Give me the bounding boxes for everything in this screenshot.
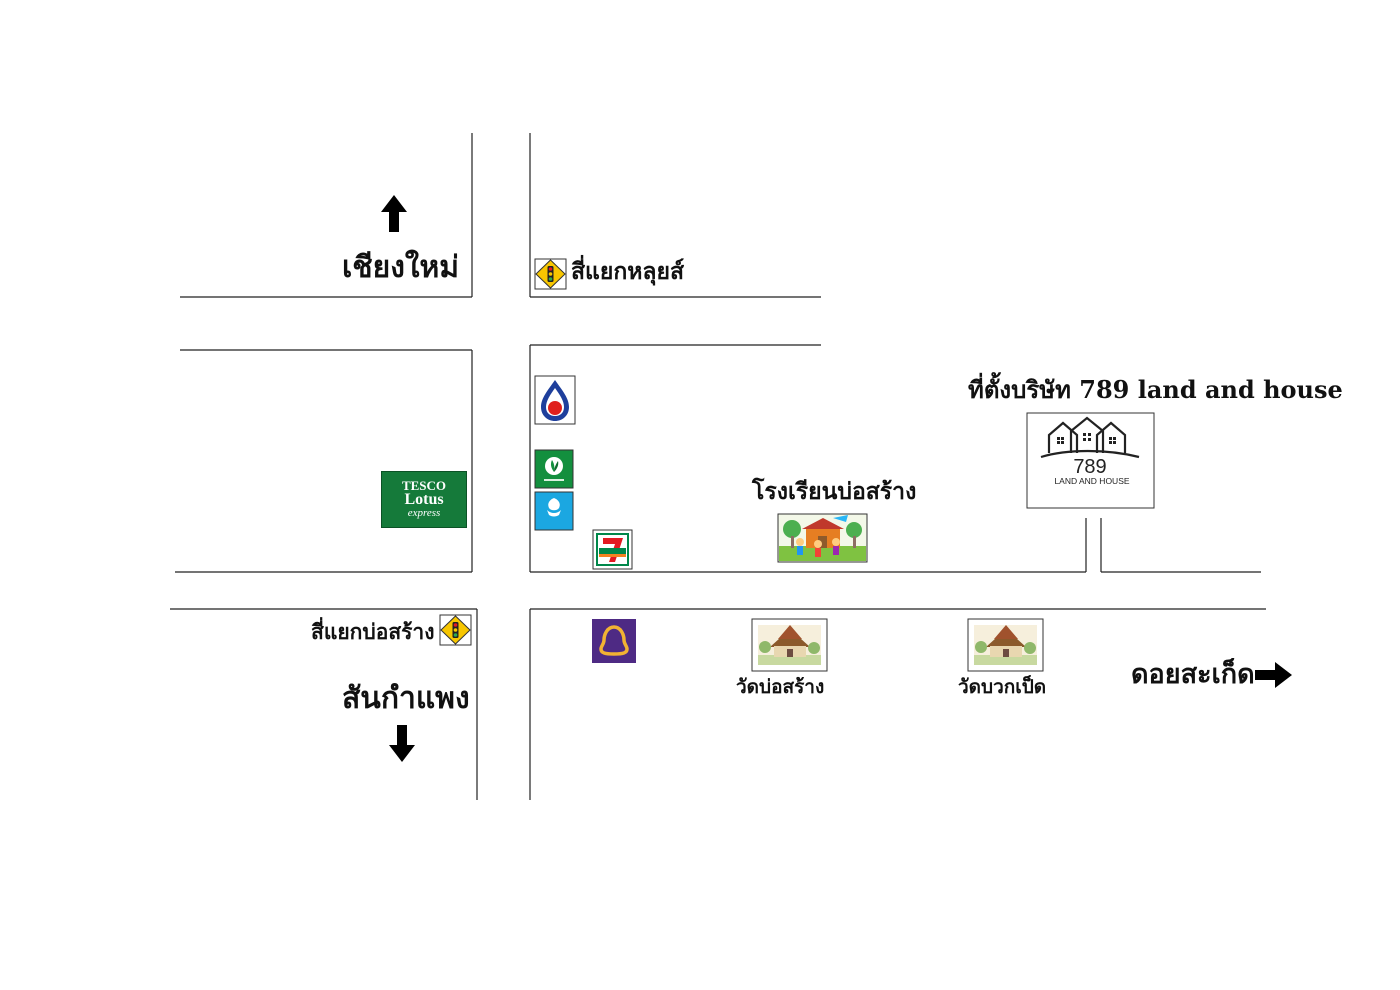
company-logo-icon: 789 LAND AND HOUSE: [1026, 412, 1155, 509]
label-junction-bo-sang: สี่แยกบ่อสร้าง: [311, 619, 435, 644]
label-chiang-mai: เชียงใหม่: [342, 250, 460, 285]
arrow-down-icon: [389, 725, 415, 762]
ptt-station-icon: [534, 375, 576, 425]
label-company-location: ที่ตั้งบริษัท 789 land and house: [968, 375, 1343, 404]
seven-eleven-icon: [592, 529, 633, 570]
label-wat-buak-pet: วัดบวกเป็ด: [958, 676, 1047, 698]
label-doi-saket: ดอยสะเก็ด: [1131, 659, 1255, 690]
arrow-right-icon: [1255, 662, 1292, 688]
arrow-up-icon: [381, 195, 407, 232]
label-wat-bo-sang: วัดบ่อสร้าง: [736, 676, 825, 698]
school-picture-icon: [777, 513, 868, 563]
company-logo-number: 789: [1073, 456, 1106, 478]
tesco-logo-line1: TESCO: [401, 478, 447, 493]
scb-bank-icon: [592, 619, 636, 663]
label-bo-sang-school: โรงเรียนบ่อสร้าง: [752, 478, 917, 505]
kasikorn-bank-icon: [534, 449, 574, 489]
temple-picture-icon: [967, 618, 1044, 672]
tesco-logo-line2: Lotus: [404, 491, 444, 508]
tesco-logo-line3: express: [407, 507, 441, 519]
krungthai-bank-icon: [534, 491, 574, 531]
tesco-lotus-logo: TESCO Lotus express: [381, 471, 467, 528]
label-junction-louis: สี่แยกหลุยส์: [571, 258, 685, 285]
traffic-light-icon: [534, 258, 567, 290]
company-logo-subtitle: LAND AND HOUSE: [1054, 476, 1129, 486]
traffic-light-icon: [439, 614, 472, 646]
label-san-kamphaeng: สันกำแพง: [342, 681, 470, 716]
temple-picture-icon: [751, 618, 828, 672]
